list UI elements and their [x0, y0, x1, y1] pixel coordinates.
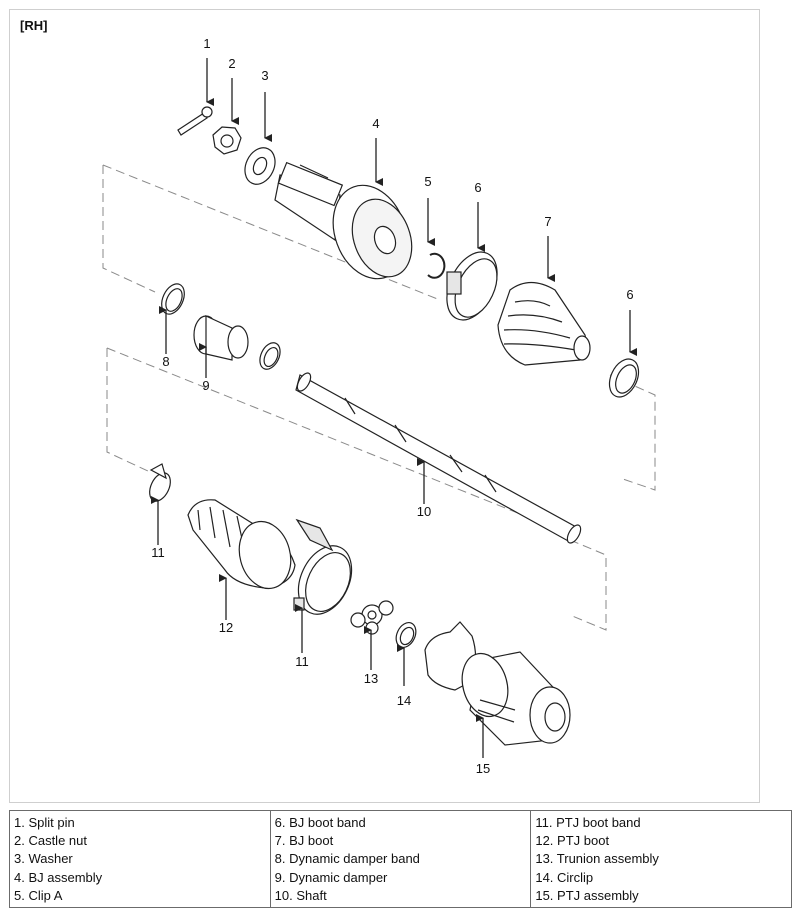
dashed-guide-lines	[102, 164, 656, 631]
circlip-part	[395, 622, 417, 648]
shaft-part	[295, 372, 582, 544]
callout-numbers: 1 2 3 4 5 6 7 6 8 9 10 11 12 11 13 14 15	[151, 36, 633, 776]
bj-boot-band-part	[446, 251, 498, 321]
castle-nut-part	[212, 126, 242, 155]
legend-item: 8. Dynamic damper band	[274, 851, 420, 867]
callout-7: 7	[544, 214, 551, 229]
callout-11b: 11	[295, 654, 309, 669]
callout-1: 1	[203, 36, 210, 51]
callout-2: 2	[228, 56, 235, 71]
callout-10: 10	[417, 504, 431, 519]
callout-4: 4	[372, 116, 379, 131]
legend-item: 15. PTJ assembly	[535, 887, 639, 903]
callout-3: 3	[261, 68, 268, 83]
legend-column-2: 6. BJ boot band 7. BJ boot 8. Dynamic da…	[271, 811, 532, 907]
ptj-boot-band-part	[149, 463, 171, 502]
callout-6b: 6	[626, 287, 633, 302]
washer-part	[244, 147, 276, 185]
parts-legend-table: 1. Split pin 2. Castle nut 3. Washer 4. …	[9, 810, 792, 908]
bj-boot-part	[497, 281, 591, 366]
legend-item: 7. BJ boot	[274, 833, 334, 849]
legend-column-1: 1. Split pin 2. Castle nut 3. Washer 4. …	[10, 811, 271, 907]
section-label: [RH]	[20, 18, 47, 33]
legend-item: 13. Trunion assembly	[535, 851, 659, 867]
legend-item: 10. Shaft	[274, 887, 327, 903]
damper-band-part	[259, 342, 281, 370]
legend-item: 12. PTJ boot	[535, 833, 610, 849]
ptj-assembly-part	[461, 651, 571, 746]
dynamic-damper-band-part	[161, 283, 185, 315]
legend-item: 14. Circlip	[535, 869, 594, 885]
clip-a-part	[427, 252, 446, 279]
legend-item: 4. BJ assembly	[14, 869, 103, 885]
callout-9: 9	[202, 378, 209, 393]
callout-leaders	[151, 58, 637, 758]
legend-item: 3. Washer	[14, 851, 73, 867]
callout-11: 11	[151, 545, 165, 560]
ptj-boot-part	[187, 499, 296, 590]
legend-column-3: 11. PTJ boot band 12. PTJ boot 13. Truni…	[531, 811, 791, 907]
callout-5: 5	[424, 174, 431, 189]
callout-15: 15	[476, 761, 490, 776]
legend-item: 6. BJ boot band	[274, 815, 366, 830]
callout-8: 8	[162, 354, 169, 369]
bj-boot-band-part-2	[608, 358, 640, 398]
dynamic-damper-part	[193, 315, 249, 361]
ptj-boot-band-part-2	[293, 518, 353, 615]
trunion-assembly-part	[350, 600, 394, 635]
callout-13: 13	[364, 671, 378, 686]
bj-assembly-part	[274, 161, 413, 280]
legend-item: 9. Dynamic damper	[274, 869, 388, 885]
legend-item: 1. Split pin	[14, 815, 75, 830]
legend-item: 2. Castle nut	[14, 833, 87, 849]
callout-12: 12	[219, 620, 233, 635]
callout-14: 14	[397, 693, 411, 708]
legend-item: 11. PTJ boot band	[535, 815, 641, 830]
legend-item: 5. Clip A	[14, 887, 63, 903]
callout-6: 6	[474, 180, 481, 195]
exploded-view-diagram: [RH]	[9, 9, 760, 803]
split-pin-part	[177, 106, 213, 136]
